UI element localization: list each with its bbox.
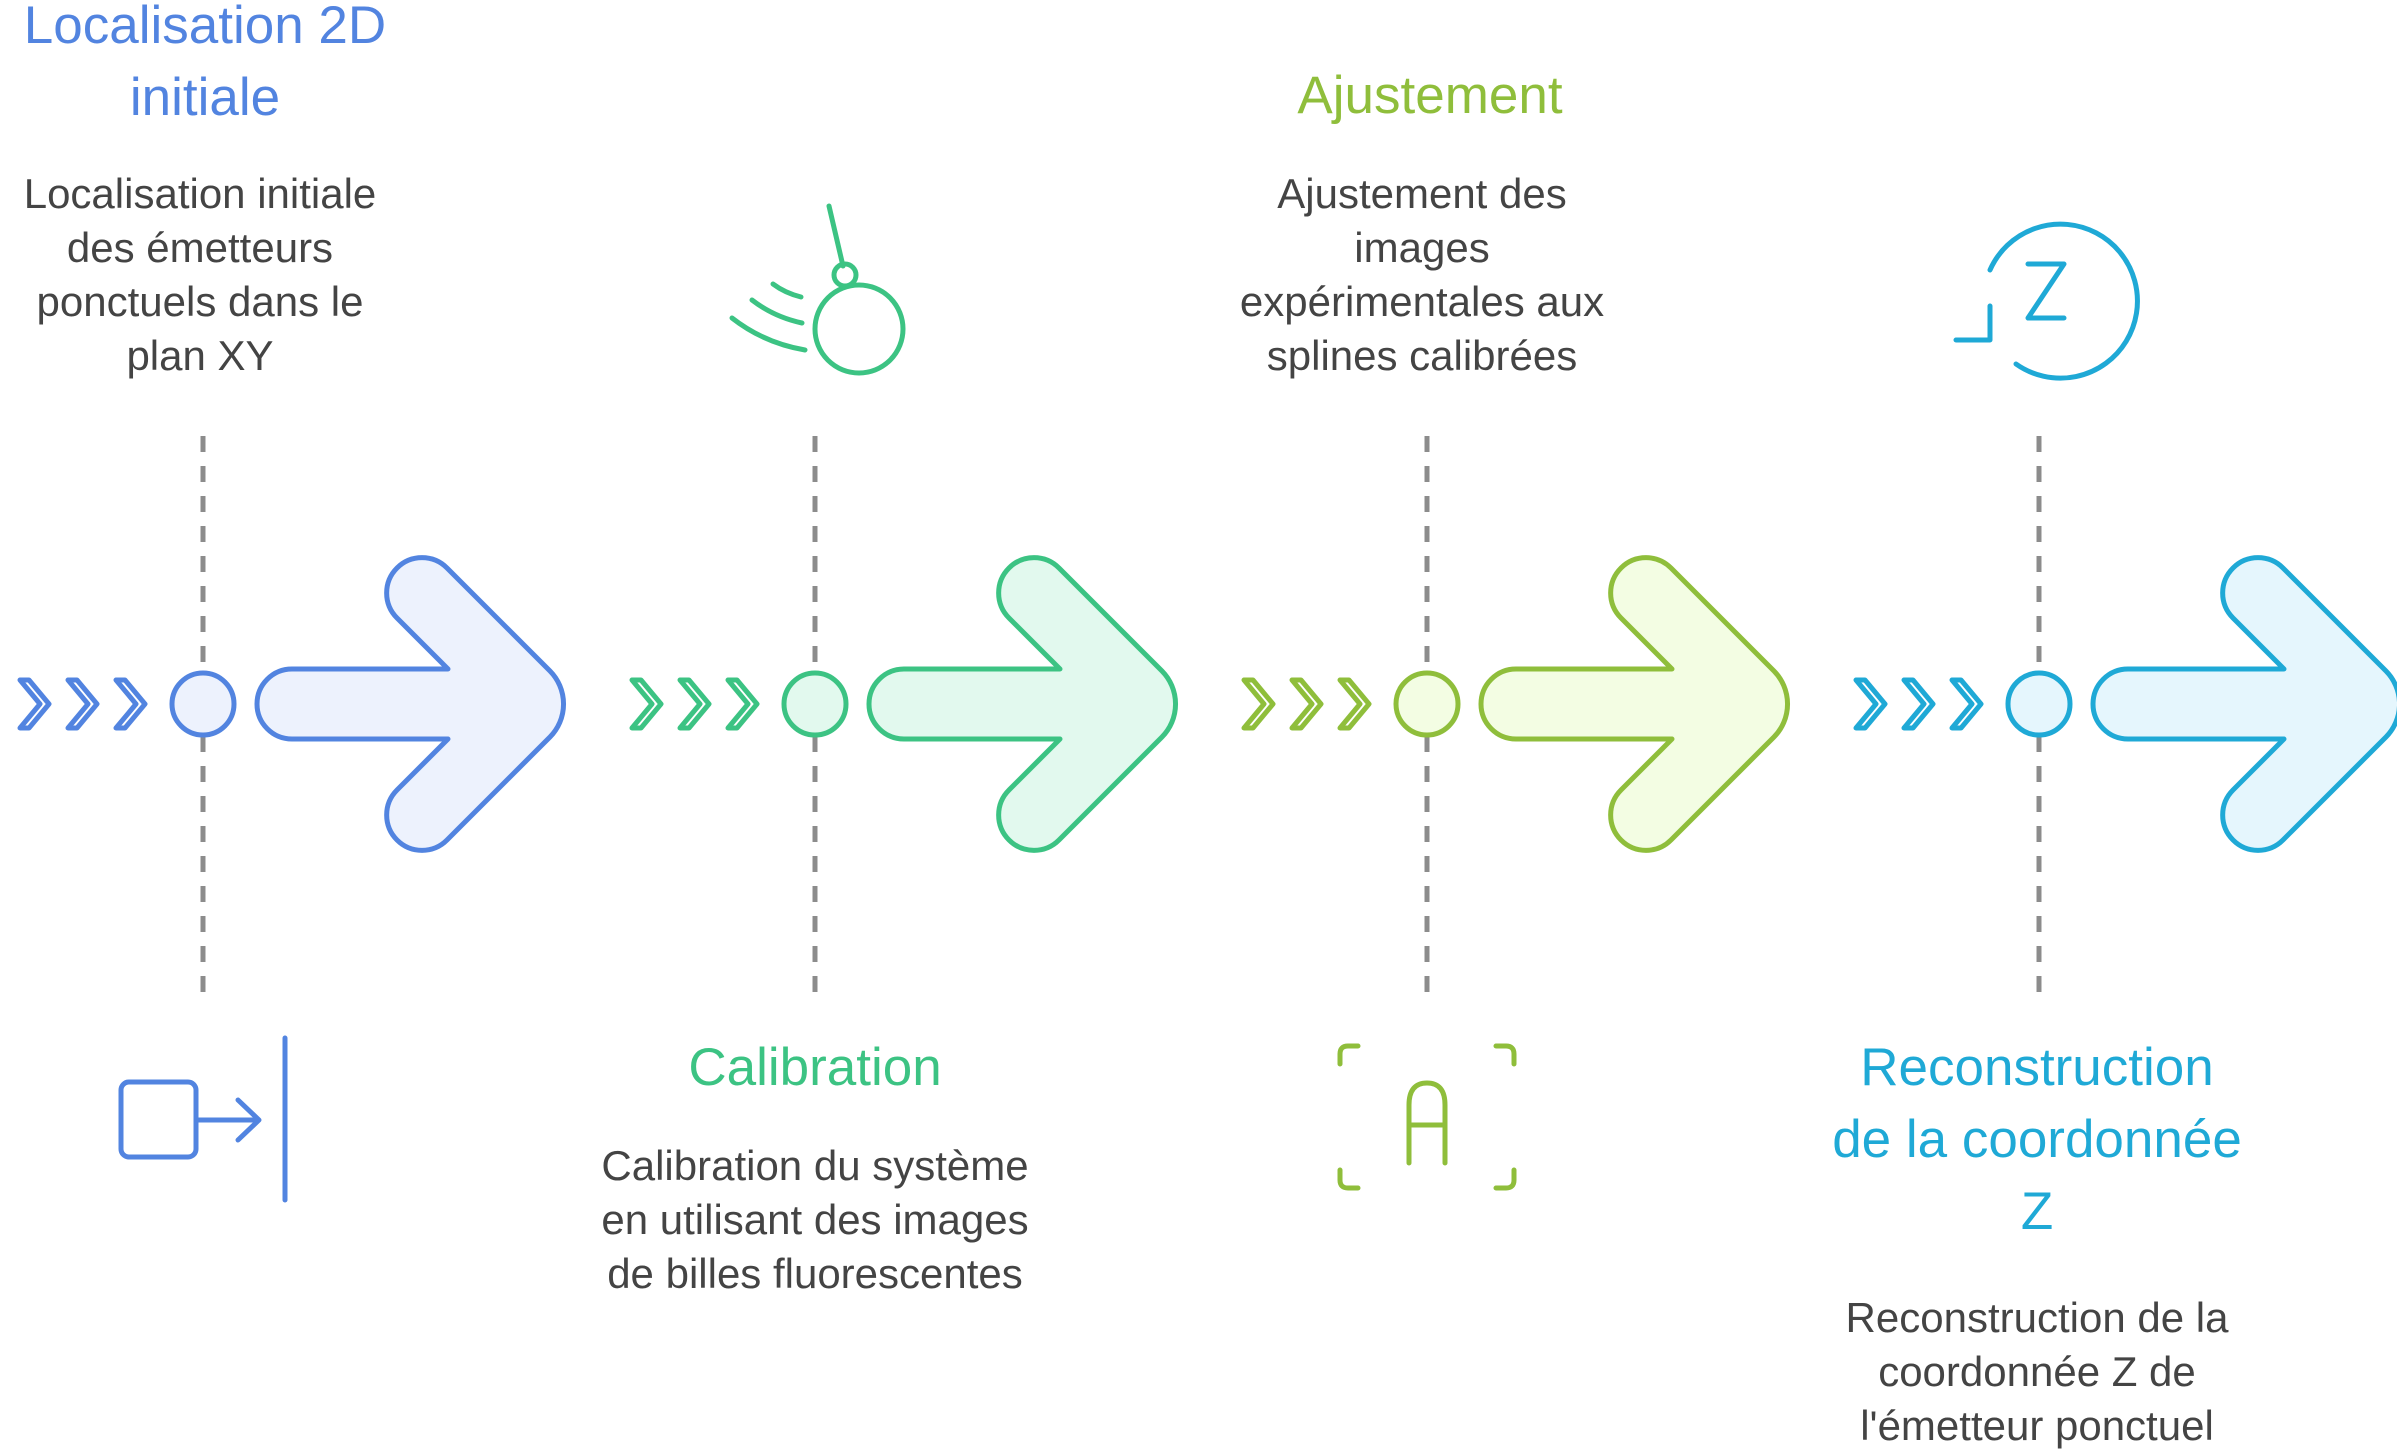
step-3-description: Ajustement des images expérimentales aux… [1239,170,1605,379]
step-4-arrow [2090,555,2397,853]
step-2-description: Calibration du système en utilisant des … [601,1142,1029,1297]
step-2-chevrons [629,677,760,731]
step-3-arrow [1478,555,1790,853]
wrecking-ball-icon [729,203,906,376]
step-4 [1853,221,2397,996]
step-1-node [169,670,237,738]
step-3-node [1393,670,1461,738]
step-2 [629,203,1178,996]
rotate-z-icon [1953,221,2140,381]
step-1-description: Localisation initiale des émetteurs ponc… [23,170,377,379]
step-2-arrow [866,555,1178,853]
step-2-title: Calibration [688,1038,942,1097]
step-4-chevrons [1853,677,1984,731]
step-3 [1241,436,1790,1191]
step-4-description: Reconstruction de la coordonnée Z de l'é… [1845,1294,2229,1449]
text-focus-icon [1337,1043,1517,1191]
step-1 [17,436,566,1203]
step-3-chevrons [1241,677,1372,731]
step-4-node [2005,670,2073,738]
step-1-chevrons [17,677,148,731]
step-1-arrow [254,555,566,853]
step-3-title: Ajustement [1297,66,1563,125]
arrow-to-line-icon [118,1035,288,1203]
step-4-title: Reconstruction de la coordonnée Z [1832,1038,2242,1241]
step-1-title: Localisation 2D initiale [23,0,387,127]
step-2-node [781,670,849,738]
